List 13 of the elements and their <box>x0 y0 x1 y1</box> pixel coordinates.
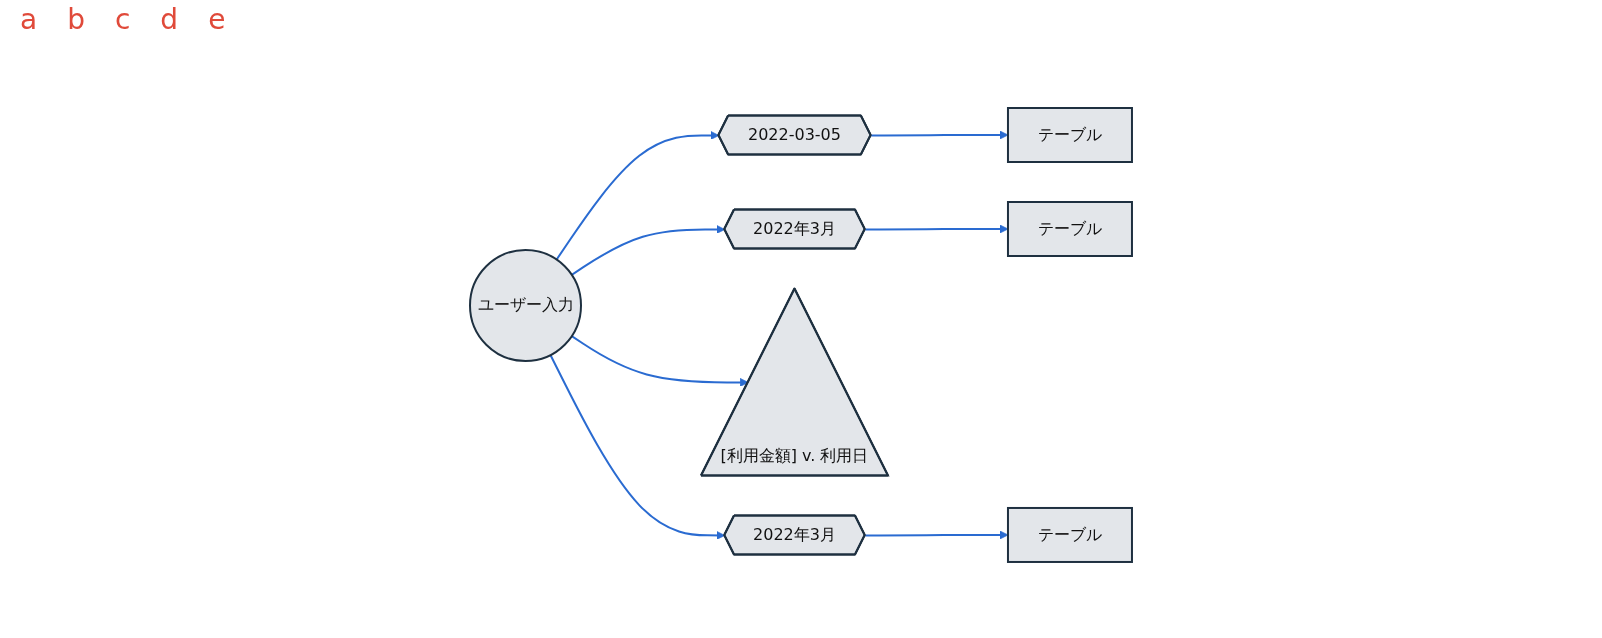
arrow <box>549 354 726 540</box>
node-circle: ユーザー入力 <box>469 249 582 362</box>
callout-letter: e <box>208 6 226 34</box>
callout-letter: c <box>114 6 131 34</box>
arrow <box>570 225 726 276</box>
callout-letter: b <box>67 6 85 34</box>
node-box: テーブル <box>1007 107 1133 163</box>
node-box: テーブル <box>1007 507 1133 563</box>
node-box: テーブル <box>1007 201 1133 257</box>
arrow <box>570 335 749 387</box>
arrow <box>555 131 720 261</box>
callout-letter: d <box>160 6 179 34</box>
callout-letter: a <box>20 6 38 34</box>
